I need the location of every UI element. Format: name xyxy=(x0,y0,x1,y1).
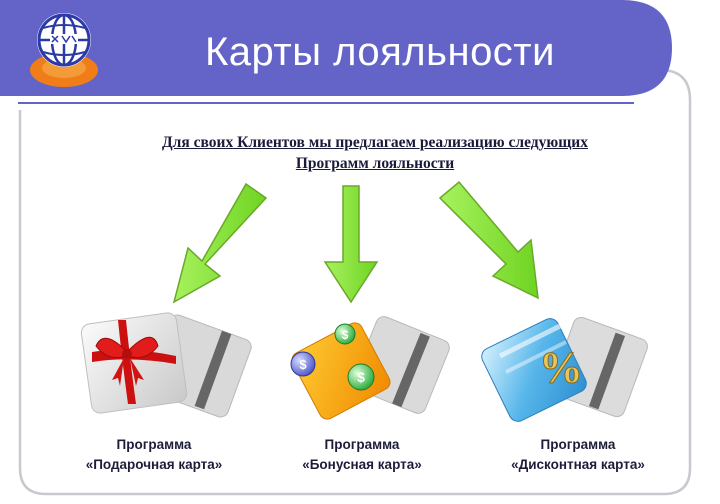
program-label-bonus: Программа «Бонусная карта» xyxy=(262,435,462,475)
program-label-line-1: Программа xyxy=(324,437,400,452)
program-label-line-1: Программа xyxy=(540,437,616,452)
intro-heading-line-2: Программ лояльности xyxy=(295,155,455,172)
bonus-card-icon: $ $ $ xyxy=(290,316,450,420)
discount-card-icon: % xyxy=(481,316,648,422)
intro-heading: Для своих Клиентов мы предлагаем реализа… xyxy=(60,132,690,174)
svg-text:%: % xyxy=(539,343,583,392)
svg-text:$: $ xyxy=(342,328,349,342)
program-label-line-2: «Бонусная карта» xyxy=(302,457,422,472)
intro-heading-line-1: Для своих Клиентов мы предлагаем реализа… xyxy=(162,134,588,151)
program-label-line-2: «Дисконтная карта» xyxy=(511,457,645,472)
arrow-right xyxy=(438,180,539,300)
arrow-left xyxy=(172,182,268,304)
logo xyxy=(30,13,98,87)
page-title: Карты лояльности xyxy=(205,30,555,74)
program-label-discount: Программа «Дисконтная карта» xyxy=(478,435,678,475)
program-label-line-1: Программа xyxy=(116,437,192,452)
svg-text:$: $ xyxy=(357,369,365,385)
content-frame-border xyxy=(18,68,692,496)
arrow-center xyxy=(323,185,379,304)
gift-card-icon xyxy=(80,312,252,418)
header-band xyxy=(0,0,672,96)
svg-text:$: $ xyxy=(299,357,307,372)
program-label-gift: Программа «Подарочная карта» xyxy=(54,435,254,475)
program-label-line-2: «Подарочная карта» xyxy=(85,457,223,472)
